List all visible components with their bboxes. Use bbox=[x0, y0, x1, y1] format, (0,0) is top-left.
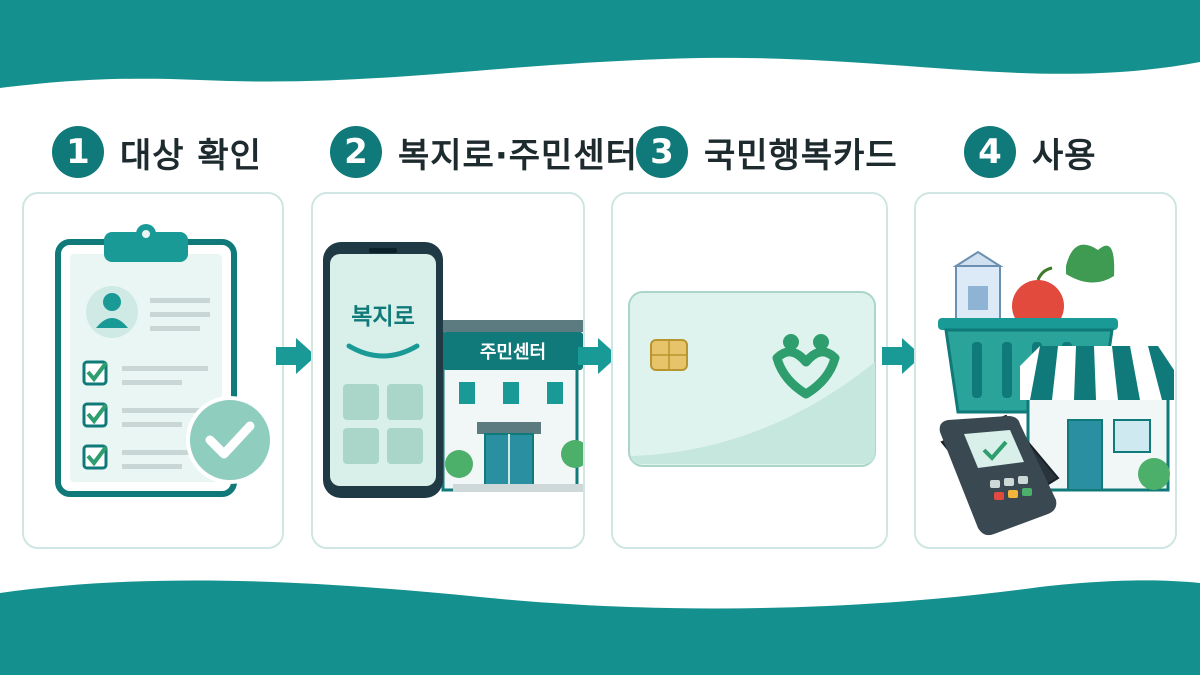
step-3-card bbox=[611, 192, 888, 549]
arrow-right-icon bbox=[276, 338, 316, 374]
step-4-card bbox=[914, 192, 1177, 549]
step-number-badge: 3 bbox=[636, 126, 688, 178]
step-1-heading: 1 대상 확인 bbox=[52, 122, 262, 182]
step-title: 대상 확인 bbox=[120, 135, 262, 176]
clipboard-checklist-icon bbox=[55, 224, 274, 497]
step-number-badge: 2 bbox=[330, 126, 382, 178]
arrow-right-icon bbox=[882, 338, 922, 374]
step-title: 사용 bbox=[1032, 135, 1097, 176]
storefront-icon bbox=[1020, 346, 1174, 492]
top-wave bbox=[0, 0, 1200, 88]
building-sign-label: 주민센터 bbox=[480, 342, 546, 363]
heart-logo-icon bbox=[772, 334, 840, 399]
payment-card-icon bbox=[628, 291, 876, 467]
step-1-card bbox=[22, 192, 284, 549]
app-label: 복지로 bbox=[351, 304, 414, 330]
step-number-badge: 1 bbox=[52, 126, 104, 178]
step-4-heading: 4 사용 bbox=[964, 122, 1097, 182]
building-sign bbox=[443, 332, 583, 370]
step-title: 국민행복카드 bbox=[704, 135, 898, 176]
step-3-heading: 3 국민행복카드 bbox=[636, 122, 898, 182]
step-2-card: 복지로 주민센터 bbox=[311, 192, 585, 549]
smartphone-icon bbox=[323, 242, 443, 498]
step-number-badge: 4 bbox=[964, 126, 1016, 178]
step-2-heading: 2 복지로·주민센터 bbox=[330, 122, 638, 182]
card-terminal-icon bbox=[939, 414, 1060, 536]
bottom-wave bbox=[0, 580, 1200, 675]
step-title: 복지로·주민센터 bbox=[398, 135, 638, 176]
arrow-right-icon bbox=[578, 338, 618, 374]
